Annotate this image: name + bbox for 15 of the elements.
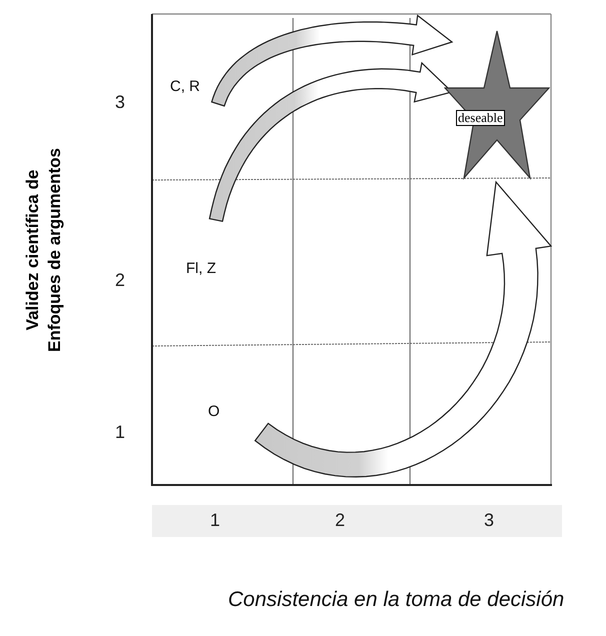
curved-block-arrow [210,14,454,107]
star-shape [444,30,550,180]
axis-tick-label: 1 [210,510,220,531]
point-label: C, R [170,78,200,95]
axis-title: Consistencia en la toma de decisión [228,588,564,612]
axis-title: Validez científica de Enfoques de argumentos [22,146,65,354]
axis-tick-label: 3 [484,510,494,531]
point-label: O [208,403,220,420]
axis-tick-label: 3 [115,92,126,113]
axis-tick-label: 1 [115,422,126,443]
star-label: deseable [456,110,505,126]
axis-tick-label: 2 [335,510,346,531]
axis-tick-label: 2 [115,270,126,291]
point-label: Fl, Z [186,260,216,277]
curved-block-arrow [254,180,552,478]
